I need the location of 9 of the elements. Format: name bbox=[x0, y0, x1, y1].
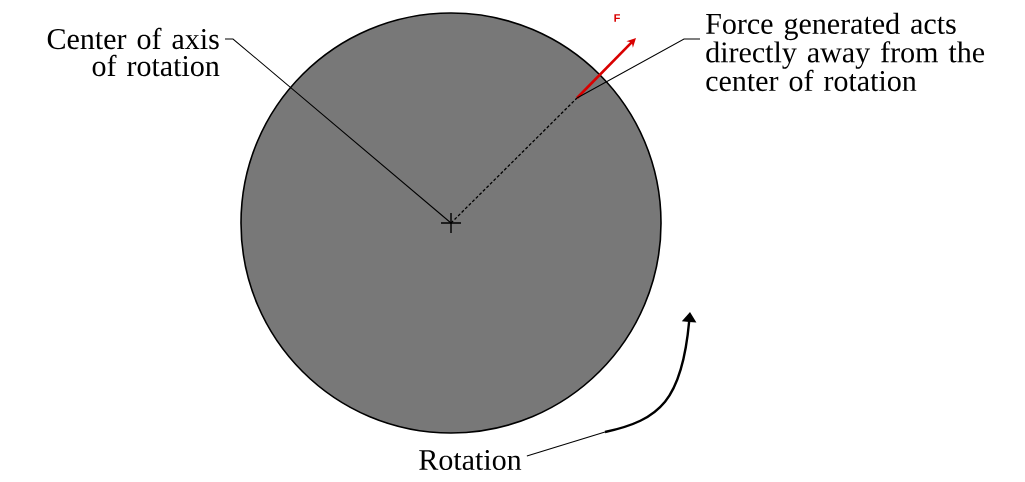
callout-text: Center of axis of rotation bbox=[47, 27, 220, 77]
force-label: F bbox=[614, 14, 620, 22]
callout-text: Rotation bbox=[419, 449, 522, 471]
disc bbox=[240, 12, 662, 434]
leader-line bbox=[224, 38, 452, 224]
callout-text: Force generated acts directly away from the center of rotation bbox=[706, 12, 985, 92]
leader-line bbox=[576, 38, 701, 99]
center-cross bbox=[440, 212, 462, 234]
leader-line bbox=[526, 431, 606, 457]
